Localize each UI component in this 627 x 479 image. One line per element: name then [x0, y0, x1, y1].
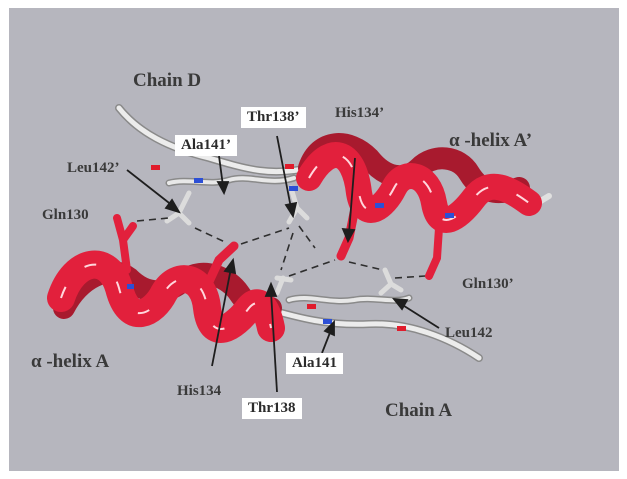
- chain-d-label: Chain D: [133, 71, 201, 90]
- contact-line: [195, 228, 227, 243]
- leu142-prime-label: Leu142’: [67, 161, 120, 176]
- helix-a-prime-front: [309, 155, 529, 220]
- thr138-prime-label: Thr138’: [241, 107, 306, 128]
- contact-line: [299, 226, 315, 248]
- contact-line: [289, 260, 335, 276]
- arrow-head: [225, 260, 235, 273]
- contact-line: [349, 262, 383, 270]
- his134-label: His134: [177, 384, 221, 399]
- contact-line: [395, 276, 425, 278]
- nitrogen-atom: [375, 203, 384, 208]
- gln130-prime-label: Gln130’: [462, 277, 514, 292]
- contact-line: [137, 218, 169, 221]
- helix-a-prime: [309, 144, 529, 276]
- gln130-label: Gln130: [42, 208, 89, 223]
- contact-line: [281, 233, 293, 270]
- nitrogen-atom: [323, 319, 332, 324]
- protein-structure: [9, 8, 619, 471]
- nitrogen-atom: [445, 213, 454, 218]
- leu142-label: Leu142: [445, 326, 493, 341]
- oxygen-atom: [151, 165, 160, 170]
- oxygen-atom: [285, 164, 294, 169]
- ala141-label: Ala141: [286, 353, 343, 374]
- figure-panel: Chain D Chain A α -helix A’ α -helix A T…: [9, 8, 619, 471]
- gln130-prime-sidechain: [429, 228, 439, 276]
- helix-a-label: α -helix A: [31, 352, 109, 371]
- nitrogen-atom: [127, 284, 134, 289]
- arrow-head: [266, 284, 276, 296]
- thr138-sidechain: [277, 278, 291, 293]
- arrow-leu142-prime: [127, 170, 173, 206]
- arrow-head: [218, 182, 228, 193]
- ala141-prime-label: Ala141’: [175, 135, 237, 156]
- leu142-sidechain: [381, 270, 401, 293]
- nitrogen-atom: [289, 186, 298, 191]
- oxygen-atom: [397, 326, 406, 331]
- thr138-label: Thr138: [242, 398, 302, 419]
- helix-a-prime-label: α -helix A’: [449, 131, 532, 150]
- his134-prime-label: His134’: [335, 106, 384, 121]
- helix-a: [61, 218, 271, 329]
- oxygen-atom: [307, 304, 316, 309]
- nitrogen-atom: [194, 178, 203, 183]
- contact-line: [241, 228, 289, 244]
- chain-a-label: Chain A: [385, 401, 452, 420]
